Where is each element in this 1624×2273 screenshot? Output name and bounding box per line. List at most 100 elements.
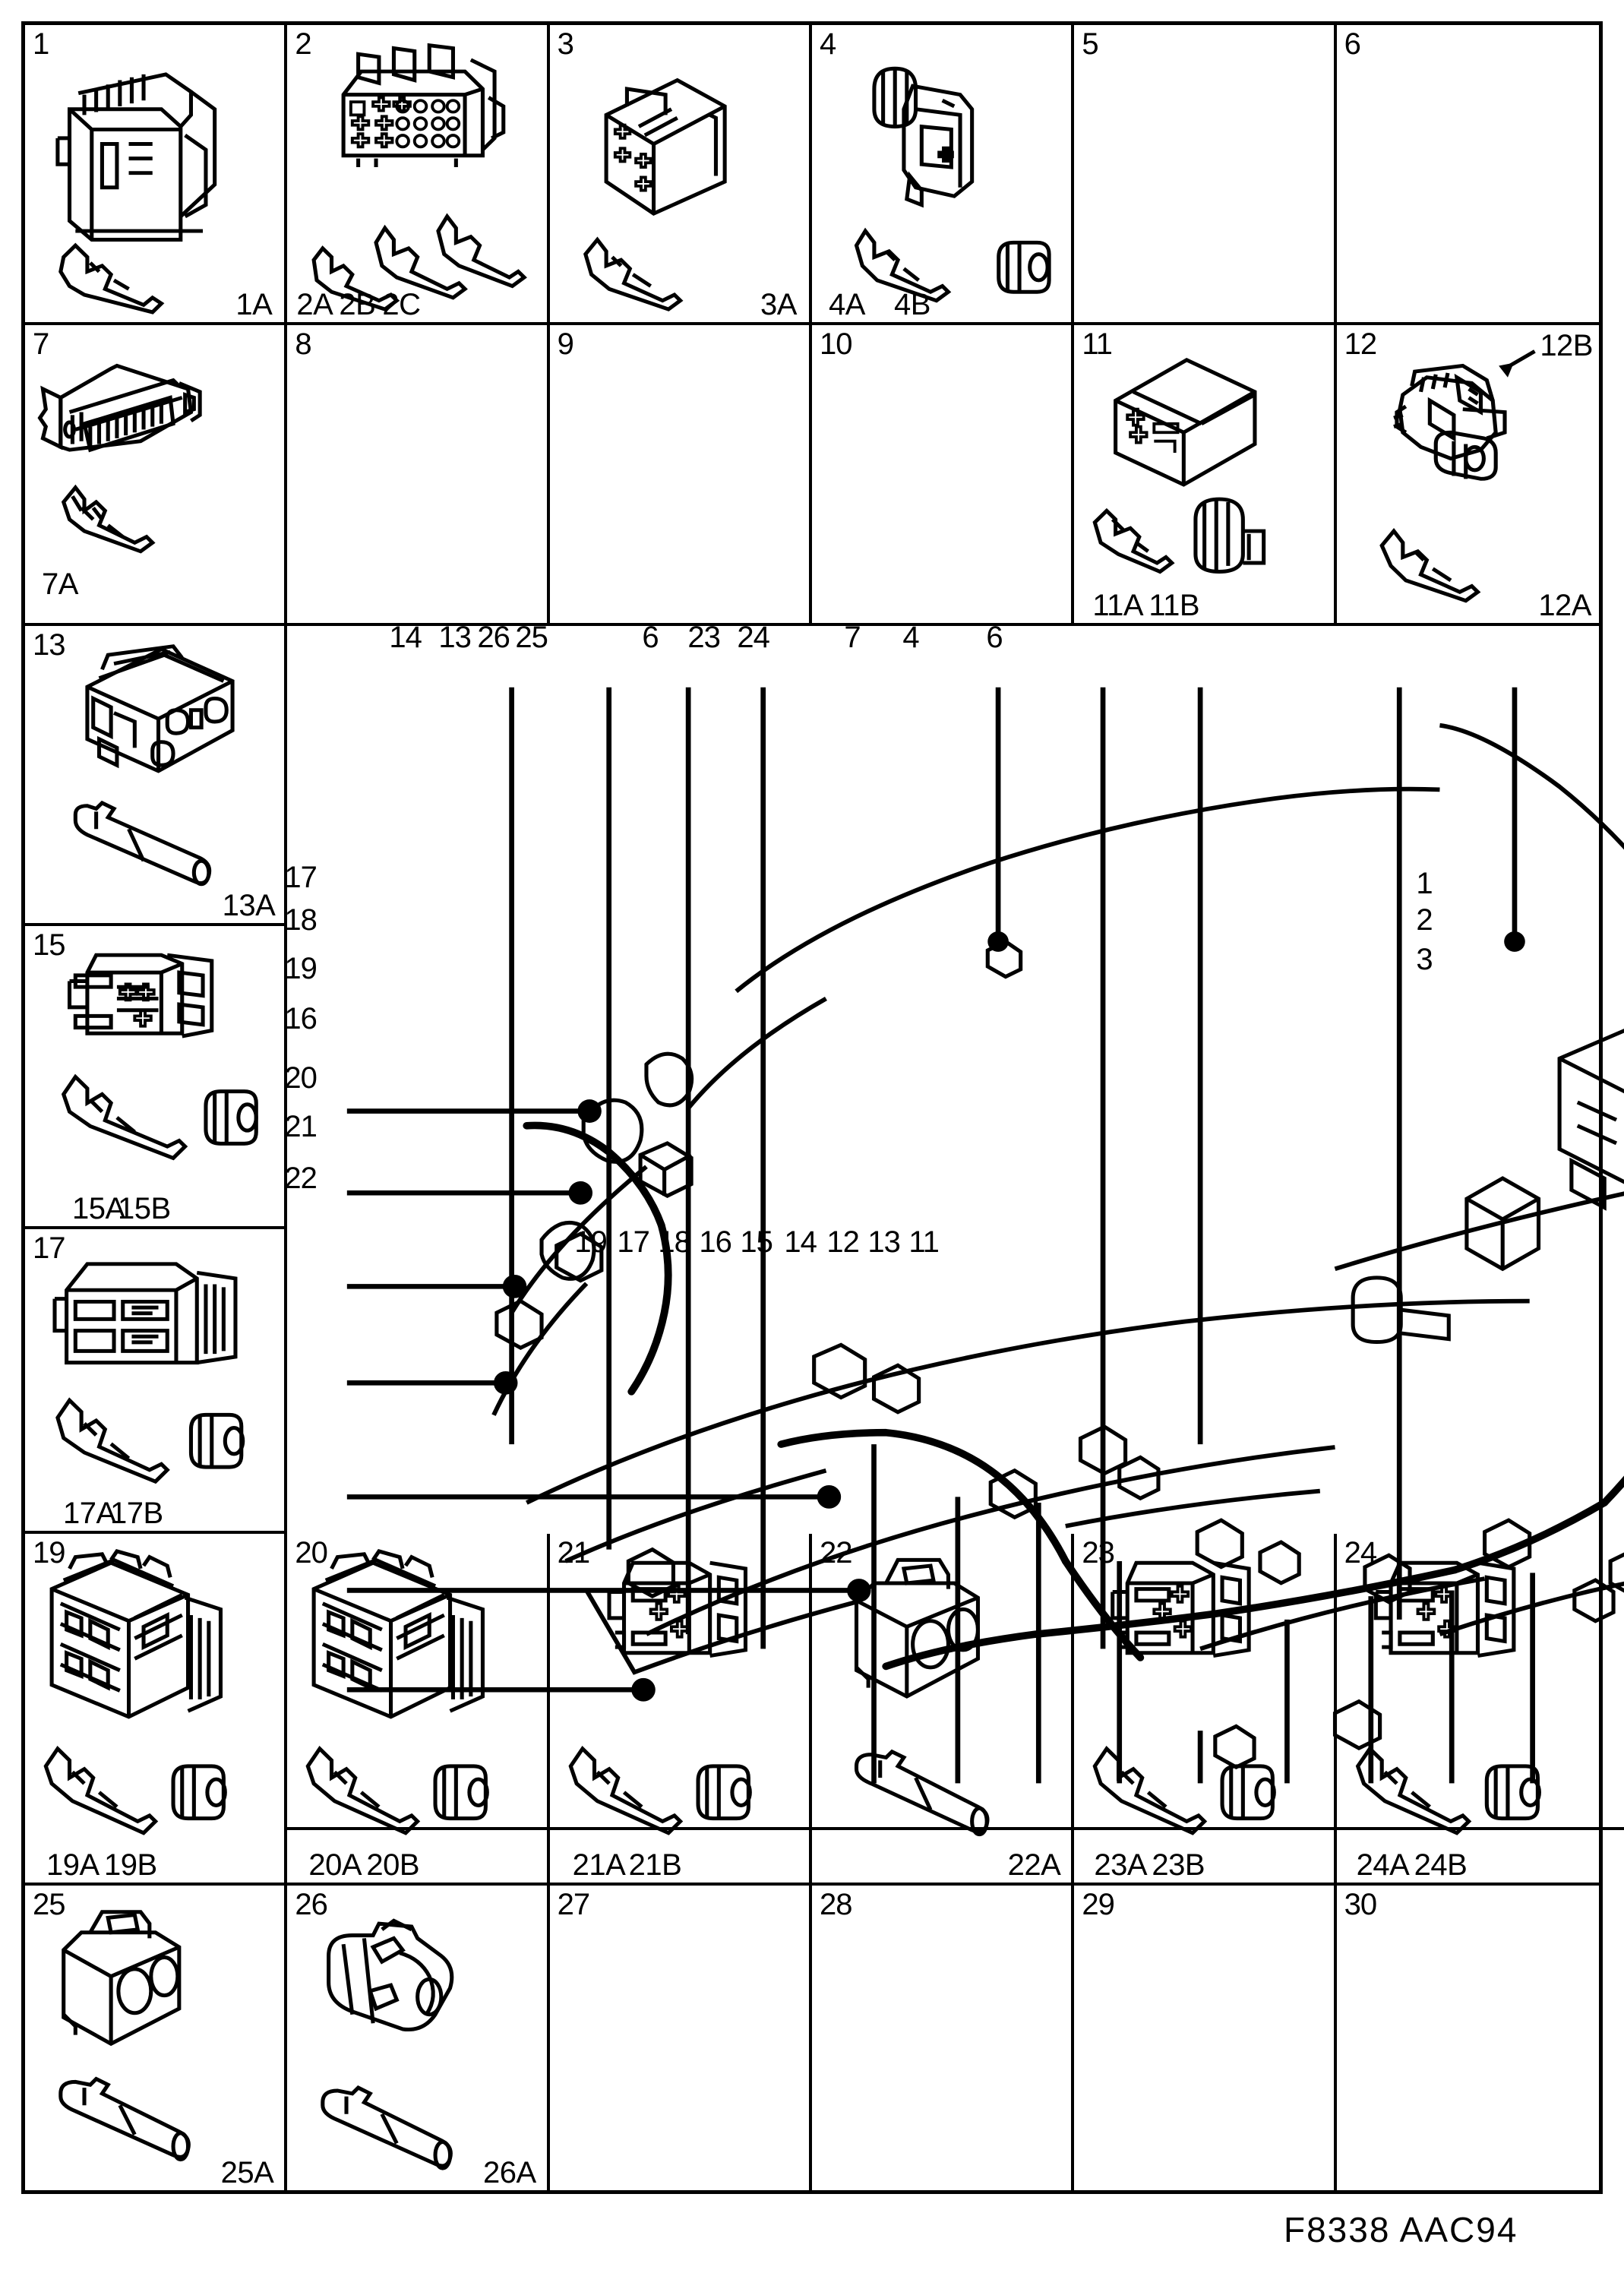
part-label-1A: 1A — [235, 288, 273, 322]
part-label-11A: 11A — [1092, 588, 1144, 622]
part-label-13A: 13A — [222, 888, 276, 922]
part-label-17B: 17B — [110, 1497, 163, 1531]
part-cell-4[interactable]: 4 — [812, 25, 1075, 326]
part-label-19A: 19A — [46, 1848, 100, 1882]
callout-left-21: 21 — [284, 1109, 317, 1143]
part-cell-10[interactable]: 10 — [812, 325, 1075, 626]
callout-bottom-17: 17 — [617, 1225, 649, 1259]
cell-number: 25 — [33, 1887, 65, 1921]
part-cell-25[interactable]: 25 — [25, 1885, 288, 2190]
callout-bottom-14: 14 — [784, 1225, 817, 1259]
grid-frame: 1 — [21, 21, 1624, 2194]
part-label-21A: 21A — [572, 1848, 626, 1882]
document-footer-code: F8338 AAC94 — [1284, 2210, 1518, 2249]
part-cell-11[interactable]: 11 — [1074, 325, 1337, 626]
part-label-2C: 2C — [382, 288, 421, 322]
callout-bottom-18: 18 — [658, 1225, 690, 1259]
cell-number: 6 — [1344, 27, 1361, 61]
callout-right-1: 1 — [1416, 866, 1433, 900]
part-cell-9[interactable]: 9 — [549, 325, 812, 626]
callout-left-16: 16 — [284, 1001, 317, 1035]
cell-number: 22 — [820, 1536, 852, 1570]
cell-number: 26 — [295, 1887, 327, 1921]
part-cell-2[interactable]: 2 — [287, 25, 550, 326]
cell-number: 2 — [295, 27, 311, 61]
part-label-11B: 11B — [1148, 588, 1200, 622]
part-label-17A: 17A — [63, 1497, 116, 1531]
relay-module-illustration — [1074, 325, 1333, 622]
part-cell-19[interactable]: 19 — [25, 1534, 288, 1886]
part-label-20B: 20B — [366, 1848, 419, 1882]
callout-bottom-12: 12 — [826, 1225, 859, 1259]
part-cell-27[interactable]: 27 — [550, 1885, 812, 2190]
callout-left-20: 20 — [284, 1061, 317, 1095]
part-label-15B: 15B — [118, 1192, 171, 1226]
small-blade-connector-illustration-23 — [1074, 1534, 1333, 1883]
cell-number: 11 — [1082, 327, 1113, 362]
part-label-4A: 4A — [829, 288, 865, 322]
part-label-21B: 21B — [628, 1848, 682, 1882]
part-cell-13[interactable]: 13 — [25, 625, 288, 926]
part-cell-20[interactable]: 20 — [287, 1534, 550, 1886]
part-cell-23[interactable]: 23 — [1074, 1534, 1337, 1886]
part-cell-17[interactable]: 17 — [25, 1229, 288, 1535]
cell-number: 28 — [820, 1887, 852, 1921]
part-cell-12[interactable]: 12 — [1336, 325, 1599, 626]
part-cell-6[interactable]: 6 — [1336, 25, 1599, 326]
cell-number: 19 — [33, 1536, 65, 1570]
part-cell-21[interactable]: 21 — [549, 1534, 812, 1886]
callout-left-17: 17 — [284, 860, 317, 894]
multi-cavity-connector-illustration-19 — [25, 1534, 284, 1883]
cell-number: 27 — [557, 1887, 590, 1921]
part-label-23B: 23B — [1152, 1848, 1205, 1882]
part-cell-29[interactable]: 29 — [1074, 1885, 1337, 2190]
callout-top-14: 14 — [389, 620, 422, 654]
part-label-22A: 22A — [1007, 1848, 1061, 1882]
two-hole-plug-illustration-22 — [812, 1534, 1071, 1883]
callout-top-6a: 6 — [642, 620, 659, 654]
callout-top-23: 23 — [687, 620, 720, 654]
part-label-4B: 4B — [894, 288, 930, 322]
multi-pin-connector-illustration — [287, 25, 546, 322]
small-blade-connector-illustration-21 — [550, 1534, 809, 1883]
part-cell-28[interactable]: 28 — [812, 1885, 1075, 2190]
part-cell-24[interactable]: 24 — [1336, 1534, 1599, 1886]
cell-number: 23 — [1082, 1536, 1114, 1570]
two-hole-plug-illustration-25 — [25, 1886, 284, 2190]
cell-number: 21 — [557, 1536, 590, 1570]
part-cell-5[interactable]: 5 — [1074, 25, 1337, 326]
cell-number: 29 — [1082, 1887, 1114, 1921]
cell-number: 9 — [557, 327, 574, 362]
callout-right-2: 2 — [1416, 903, 1433, 937]
callout-bottom-13: 13 — [867, 1225, 900, 1259]
callout-top-6b: 6 — [986, 620, 1003, 654]
part-label-24A: 24A — [1356, 1848, 1410, 1882]
part-label-2A: 2A — [296, 288, 333, 322]
cell-number: 1 — [33, 27, 49, 61]
cell-number: 17 — [33, 1231, 65, 1266]
part-cell-15[interactable]: 15 — [25, 925, 288, 1230]
part-cell-3[interactable]: 3 — [549, 25, 812, 326]
part-label-7A: 7A — [42, 567, 78, 601]
part-cell-30[interactable]: 30 — [1337, 1886, 1599, 2190]
callout-left-18: 18 — [284, 903, 317, 937]
part-cell-7[interactable]: 7 — [25, 325, 288, 626]
part-label-20A: 20A — [308, 1848, 362, 1882]
cell-number: 12 — [1344, 327, 1377, 362]
part-cell-1[interactable]: 1 — [25, 25, 288, 326]
cell-number: 13 — [33, 628, 65, 662]
callout-top-24: 24 — [737, 620, 769, 654]
callout-bottom-15: 15 — [740, 1225, 773, 1259]
part-cell-8[interactable]: 8 — [287, 325, 550, 626]
cell-number: 8 — [295, 327, 311, 362]
part-cell-22[interactable]: 22 — [812, 1534, 1075, 1886]
wide-connector-illustration — [25, 1229, 284, 1531]
part-cell-26[interactable]: 26 — [287, 1885, 550, 2190]
callout-top-25: 25 — [515, 620, 548, 654]
cell-number: 5 — [1082, 27, 1098, 61]
cell-number: 3 — [557, 27, 574, 61]
callout-bottom-16: 16 — [699, 1225, 731, 1259]
part-label-12B: 12B — [1540, 329, 1593, 363]
sealed-connector-illustration — [812, 25, 1071, 322]
part-label-26A: 26A — [482, 2155, 536, 2189]
